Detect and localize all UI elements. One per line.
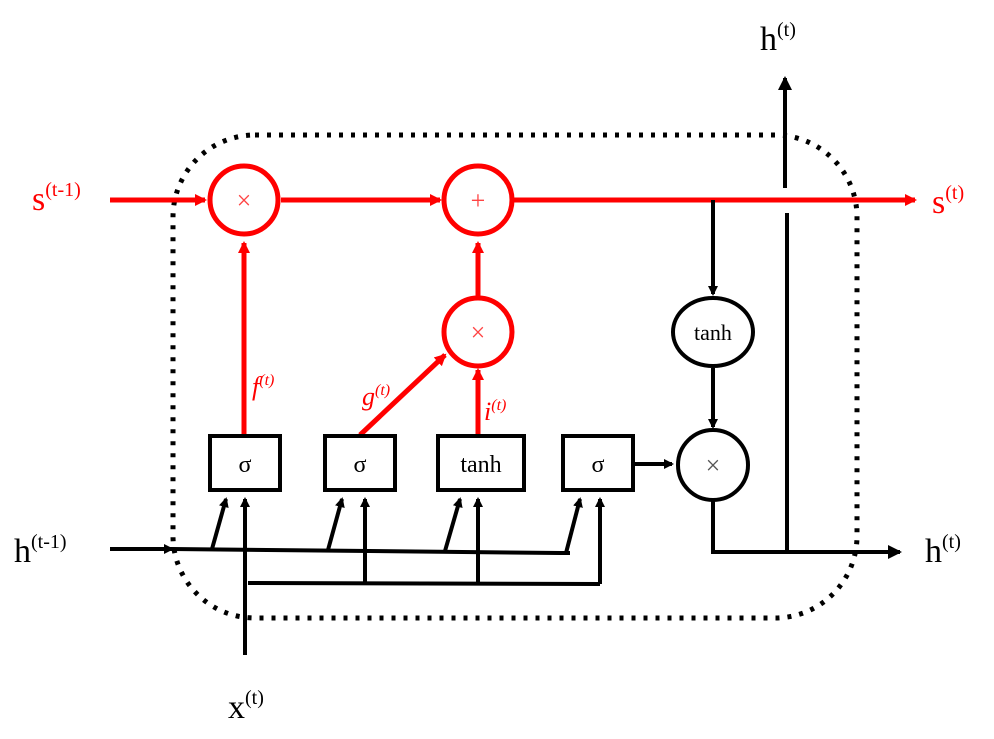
- hidden-bus: [171, 547, 570, 555]
- gate-output: σ: [561, 434, 635, 492]
- f-signal-label: f(t): [252, 372, 274, 401]
- sigma-label: σ: [592, 452, 605, 478]
- gate-candidate: σ: [323, 434, 397, 492]
- sigma-label: σ: [239, 452, 252, 478]
- input-multiply-node: ×: [441, 295, 515, 369]
- multiply-icon: ×: [237, 186, 252, 215]
- g-signal-label: g(t): [362, 382, 390, 411]
- multiply-icon: ×: [471, 318, 486, 347]
- cell-state-path: [110, 194, 917, 437]
- tanh-label: tanh: [694, 320, 732, 345]
- hidden-tap-forget: [210, 497, 229, 550]
- input-bus: [247, 581, 601, 586]
- hidden-prev-label: h(t-1): [14, 531, 67, 570]
- gate-forget: σ: [208, 434, 282, 492]
- hidden-tap-input: [443, 497, 463, 552]
- hidden-tap-candidate: [326, 497, 345, 551]
- hidden-out-line: [711, 500, 902, 559]
- forget-multiply-node: ×: [207, 163, 281, 237]
- hidden-out-top-label: h(t): [760, 19, 796, 58]
- i-signal-label: i(t): [484, 397, 506, 426]
- cell-boundary: [170, 132, 860, 621]
- sigma-label: σ: [354, 452, 367, 478]
- multiply-icon: ×: [706, 451, 721, 480]
- hidden-tap-output: [564, 497, 583, 554]
- g-signal-line: [358, 353, 447, 437]
- tanh-label: tanh: [460, 452, 501, 478]
- hidden-out-right-label: h(t): [925, 531, 961, 570]
- hidden-input-wiring: [110, 76, 902, 655]
- plus-icon: +: [471, 186, 486, 215]
- output-multiply-node: ×: [676, 428, 750, 502]
- cell-tanh-node: tanh: [671, 296, 755, 368]
- cell-add-node: +: [441, 163, 515, 237]
- gate-input: tanh: [436, 434, 526, 492]
- cell-prev-label: s(t-1): [32, 179, 81, 218]
- cell-out-label: s(t): [932, 182, 964, 221]
- input-x-label: x(t): [228, 687, 264, 726]
